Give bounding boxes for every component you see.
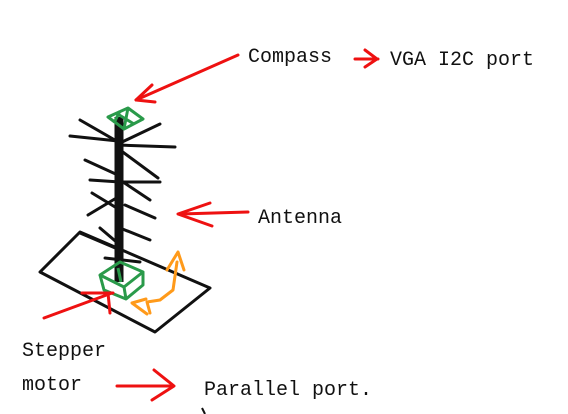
antenna-label: Antenna [258,207,343,230]
base-plate [38,230,212,334]
sketch-mark [201,407,206,414]
motor-label: motor [22,374,83,397]
parallel-port-label: Parallel port. [204,379,373,402]
compass-device [106,106,145,131]
compass-label: Compass [248,46,333,69]
vga-port-label: VGA I2C port [390,49,535,72]
rotation-arrow-icon [130,250,186,316]
stepper-label: Stepper [22,340,107,363]
red-arrows [42,48,380,402]
stepper-motor-box [98,260,145,301]
